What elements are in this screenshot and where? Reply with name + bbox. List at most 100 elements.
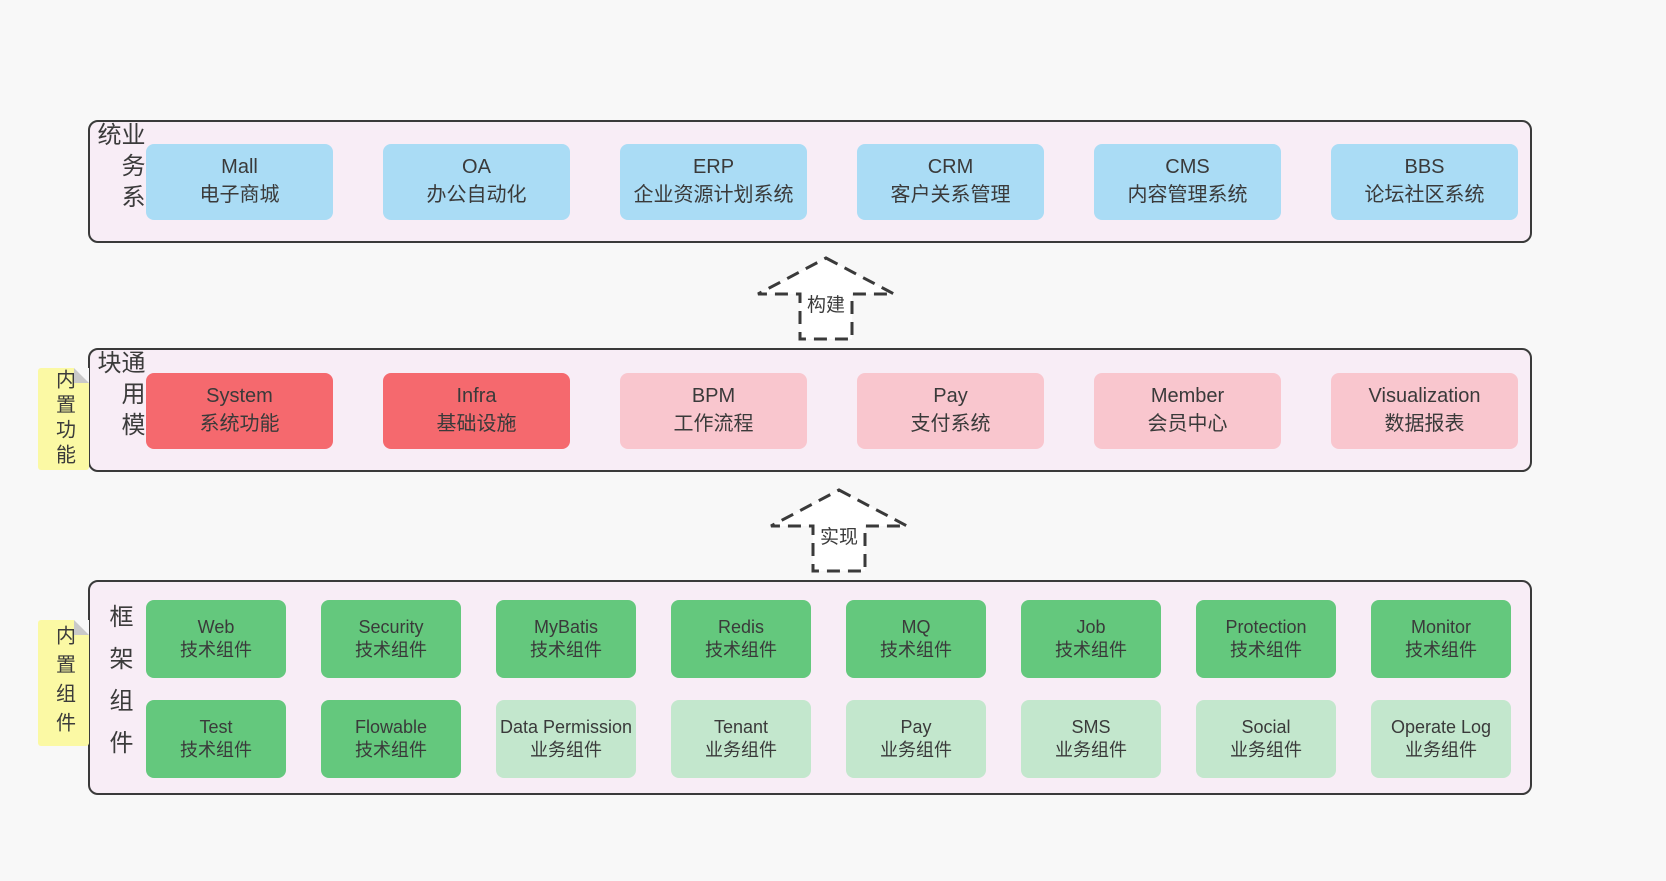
box-title: Mall bbox=[221, 156, 258, 179]
business-systems-row: Mall 电子商城 OA 办公自动化 ERP 企业资源计划系统 CRM 客户关系… bbox=[146, 144, 1530, 220]
framework-components-panel: 框架组件 Web 技术组件 Security 技术组件 MyBatis 技术组件… bbox=[88, 580, 1532, 795]
box-subtitle: 办公自动化 bbox=[426, 184, 527, 206]
implement-arrow-label: 实现 bbox=[820, 526, 858, 548]
box-subtitle: 业务组件 bbox=[1230, 740, 1302, 760]
box-subtitle: 技术组件 bbox=[530, 640, 602, 660]
box-title: Pay bbox=[900, 716, 932, 737]
box-test: Test 技术组件 bbox=[146, 700, 286, 778]
box-title: MQ bbox=[901, 616, 931, 637]
box-pay: Pay 支付系统 bbox=[857, 373, 1044, 449]
biz-components-row: Test 技术组件 Flowable 技术组件 Data Permission … bbox=[146, 700, 1530, 778]
box-subtitle: 技术组件 bbox=[355, 740, 427, 760]
box-mq: MQ 技术组件 bbox=[846, 600, 986, 678]
implement-arrow-icon: 实现 bbox=[770, 488, 908, 573]
box-job: Job 技术组件 bbox=[1021, 600, 1161, 678]
box-subtitle: 业务组件 bbox=[705, 740, 777, 760]
box-subtitle: 基础设施 bbox=[436, 413, 517, 435]
box-tenant: Tenant 业务组件 bbox=[671, 700, 811, 778]
box-title: Social bbox=[1241, 716, 1291, 737]
box-data-permission: Data Permission 业务组件 bbox=[496, 700, 636, 778]
box-subtitle: 技术组件 bbox=[180, 640, 252, 660]
box-title: OA bbox=[462, 156, 491, 179]
tech-components-row: Web 技术组件 Security 技术组件 MyBatis 技术组件 Redi… bbox=[146, 600, 1530, 678]
box-subtitle: 工作流程 bbox=[673, 413, 754, 435]
box-title: MyBatis bbox=[533, 616, 598, 637]
box-title: Member bbox=[1150, 385, 1225, 408]
box-subtitle: 技术组件 bbox=[705, 640, 777, 660]
box-system: System 系统功能 bbox=[146, 373, 333, 449]
box-bpm: BPM 工作流程 bbox=[620, 373, 807, 449]
box-subtitle: 企业资源计划系统 bbox=[633, 184, 794, 206]
box-oa: OA 办公自动化 bbox=[383, 144, 570, 220]
box-title: CMS bbox=[1165, 156, 1210, 179]
box-subtitle: 业务组件 bbox=[1055, 740, 1127, 760]
box-title: Flowable bbox=[354, 716, 428, 737]
box-subtitle: 业务组件 bbox=[880, 740, 952, 760]
box-subtitle: 技术组件 bbox=[355, 640, 427, 660]
box-title: Tenant bbox=[713, 716, 769, 737]
box-title: CRM bbox=[927, 156, 974, 179]
box-subtitle: 技术组件 bbox=[880, 640, 952, 660]
box-social: Social 业务组件 bbox=[1196, 700, 1336, 778]
box-subtitle: 数据报表 bbox=[1384, 413, 1465, 435]
box-erp: ERP 企业资源计划系统 bbox=[620, 144, 807, 220]
business-systems-panel: 业务系统 Mall 电子商城 OA 办公自动化 ERP 企业资源计划系统 CRM bbox=[88, 120, 1532, 243]
box-title: SMS bbox=[1071, 716, 1111, 737]
box-redis: Redis 技术组件 bbox=[671, 600, 811, 678]
box-cms: CMS 内容管理系统 bbox=[1094, 144, 1281, 220]
box-title: Test bbox=[199, 716, 233, 737]
framework-components-side-label: 框架组件 bbox=[105, 603, 132, 772]
business-systems-side-label: 业务系统 bbox=[93, 122, 144, 215]
box-subtitle: 支付系统 bbox=[910, 413, 991, 435]
box-operate-log: Operate Log 业务组件 bbox=[1371, 700, 1511, 778]
box-subtitle: 论坛社区系统 bbox=[1364, 184, 1485, 206]
box-subtitle: 技术组件 bbox=[180, 740, 252, 760]
box-mybatis: MyBatis 技术组件 bbox=[496, 600, 636, 678]
box-title: Web bbox=[197, 616, 235, 637]
box-title: System bbox=[206, 385, 273, 408]
box-protection: Protection 技术组件 bbox=[1196, 600, 1336, 678]
box-subtitle: 会员中心 bbox=[1147, 413, 1228, 435]
box-subtitle: 技术组件 bbox=[1230, 640, 1302, 660]
box-pay: Pay 业务组件 bbox=[846, 700, 986, 778]
common-modules-side-label: 通用模块 bbox=[93, 350, 144, 443]
box-title: Monitor bbox=[1410, 616, 1472, 637]
box-crm: CRM 客户关系管理 bbox=[857, 144, 1044, 220]
box-bbs: BBS 论坛社区系统 bbox=[1331, 144, 1518, 220]
box-subtitle: 客户关系管理 bbox=[890, 184, 1011, 206]
box-title: Protection bbox=[1225, 616, 1307, 637]
box-monitor: Monitor 技术组件 bbox=[1371, 600, 1511, 678]
box-title: Job bbox=[1076, 616, 1106, 637]
built-in-features-note: 内置功能 bbox=[38, 368, 89, 470]
box-title: Operate Log bbox=[1390, 716, 1492, 737]
box-member: Member 会员中心 bbox=[1094, 373, 1281, 449]
box-title: Pay bbox=[933, 385, 968, 408]
box-title: BBS bbox=[1404, 156, 1445, 179]
common-modules-panel: 通用模块 System 系统功能 Infra 基础设施 BPM 工作流程 Pay bbox=[88, 348, 1532, 472]
box-title: Security bbox=[358, 616, 424, 637]
box-subtitle: 技术组件 bbox=[1405, 640, 1477, 660]
box-flowable: Flowable 技术组件 bbox=[321, 700, 461, 778]
box-title: Visualization bbox=[1368, 385, 1481, 408]
box-mall: Mall 电子商城 bbox=[146, 144, 333, 220]
box-title: ERP bbox=[692, 156, 735, 179]
box-web: Web 技术组件 bbox=[146, 600, 286, 678]
common-modules-row: System 系统功能 Infra 基础设施 BPM 工作流程 Pay 支付系统… bbox=[146, 373, 1530, 449]
box-subtitle: 业务组件 bbox=[1405, 740, 1477, 760]
build-arrow-icon: 构建 bbox=[757, 256, 895, 341]
box-security: Security 技术组件 bbox=[321, 600, 461, 678]
box-subtitle: 电子商城 bbox=[199, 184, 280, 206]
build-arrow-label: 构建 bbox=[807, 294, 845, 316]
box-sms: SMS 业务组件 bbox=[1021, 700, 1161, 778]
box-subtitle: 内容管理系统 bbox=[1127, 184, 1248, 206]
box-title: Data Permission bbox=[499, 716, 633, 737]
box-subtitle: 业务组件 bbox=[530, 740, 602, 760]
box-title: Infra bbox=[456, 385, 497, 408]
built-in-components-note: 内置组件 bbox=[38, 620, 89, 746]
box-title: Redis bbox=[717, 616, 765, 637]
box-title: BPM bbox=[691, 385, 736, 408]
box-infra: Infra 基础设施 bbox=[383, 373, 570, 449]
box-visualization: Visualization 数据报表 bbox=[1331, 373, 1518, 449]
box-subtitle: 系统功能 bbox=[199, 413, 280, 435]
